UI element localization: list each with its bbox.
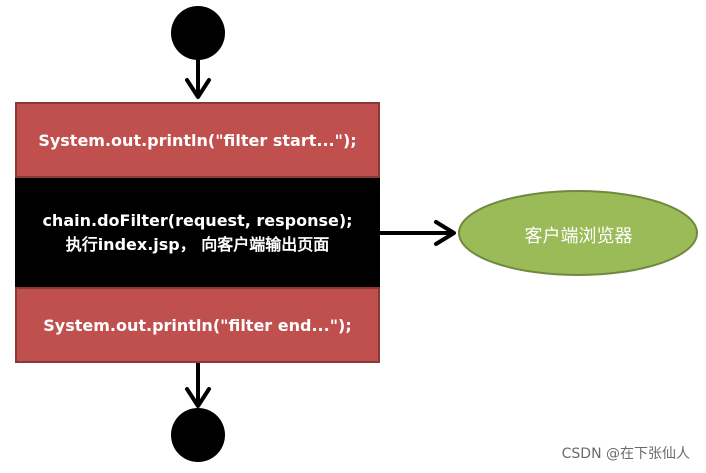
filter-end-box: System.out.println("filter end..."); xyxy=(15,287,380,363)
arrowhead-browser xyxy=(434,220,456,246)
do-filter-line-1: chain.doFilter(request, response); xyxy=(42,210,353,230)
do-filter-line-2: 执行index.jsp， 向客户端输出页面 xyxy=(65,234,330,254)
do-filter-box: chain.doFilter(request, response); 执行ind… xyxy=(15,178,380,287)
arrowhead-start xyxy=(185,78,211,99)
filter-start-text: System.out.println("filter start..."); xyxy=(38,130,357,150)
filter-end-text: System.out.println("filter end..."); xyxy=(43,315,352,335)
end-node xyxy=(171,408,225,462)
watermark: CSDN @在下张仙人 xyxy=(561,446,690,462)
filter-start-box: System.out.println("filter start..."); xyxy=(15,102,380,178)
start-node xyxy=(171,6,225,60)
arrowhead-end xyxy=(185,387,211,408)
browser-label: 客户端浏览器 xyxy=(524,226,633,247)
browser-node xyxy=(458,190,698,276)
